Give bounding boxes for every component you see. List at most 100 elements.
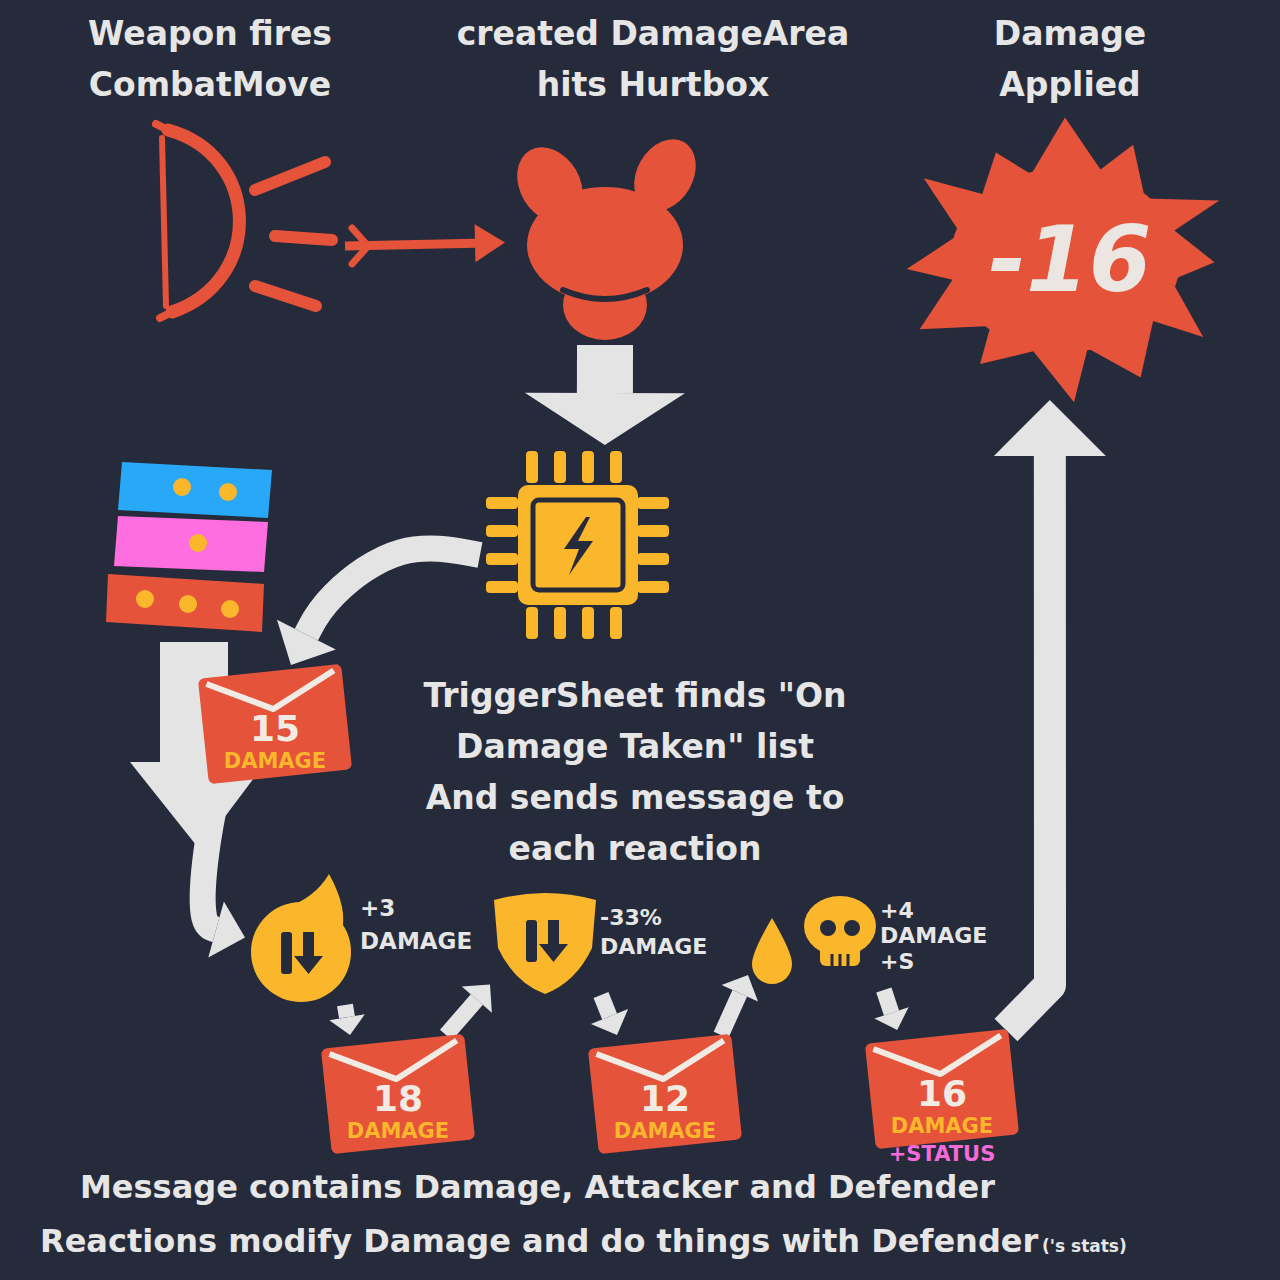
- list-dot: [136, 590, 154, 608]
- list-dot: [173, 478, 191, 496]
- flow-arrow: [277, 548, 480, 665]
- arrow-head: [277, 620, 336, 665]
- chip-inner: [533, 500, 623, 590]
- arrow-head: [208, 902, 245, 958]
- arrow-shaft: [577, 345, 633, 393]
- bow-tip: [156, 124, 172, 318]
- chip-pin: [610, 451, 622, 483]
- node-shape: [480, 445, 675, 645]
- reaction-effect: +4 DAMAGE +S: [880, 898, 992, 974]
- arrow-head: [722, 975, 758, 1001]
- damage-message: 15DAMAGE: [195, 665, 355, 783]
- arrow-shaft: [721, 993, 740, 1035]
- reaction-node: +3 DAMAGE: [245, 870, 483, 1005]
- node-shape: [140, 120, 345, 320]
- chip-pin: [526, 607, 538, 639]
- flow-arrow: [203, 783, 245, 957]
- chip-pin: [486, 497, 518, 509]
- chip-pin: [610, 607, 622, 639]
- flow-arrow: [591, 995, 628, 1035]
- chip-pin: [637, 553, 669, 565]
- list-dot: [189, 534, 207, 552]
- node-shape: [505, 140, 705, 345]
- damage-message: 16DAMAGE+STATUS: [862, 1030, 1022, 1170]
- stage-heading: Weapon fires CombatMove: [20, 8, 400, 110]
- status-tag: +STATUS: [862, 1142, 1022, 1166]
- weapon-node: Weapon fires CombatMove: [140, 120, 345, 320]
- reaction-effect: +3 DAMAGE: [360, 892, 480, 959]
- arrow-shaft: [1006, 456, 1050, 1030]
- skull-eye: [844, 920, 860, 936]
- list-dot: [179, 595, 197, 613]
- arrow-head: [591, 1009, 628, 1035]
- reaction-icon: [294, 932, 323, 974]
- chip-pin: [554, 607, 566, 639]
- damage-applied-node: Damage Applied-16: [890, 115, 1250, 400]
- damage-value: 16: [862, 1074, 1022, 1114]
- damage-message: 12DAMAGE: [585, 1035, 745, 1153]
- chip-pin: [637, 581, 669, 593]
- chip-bolt: [564, 517, 593, 575]
- damage-value: 15: [195, 709, 355, 749]
- reaction-icon: [539, 920, 568, 962]
- damage-word: DAMAGE: [585, 1119, 745, 1143]
- list-dot: [219, 483, 237, 501]
- chip-pin: [582, 607, 594, 639]
- damage-word: DAMAGE: [318, 1119, 478, 1143]
- damage-value: 18: [318, 1079, 478, 1119]
- flow-arrow: [994, 400, 1106, 1030]
- arrow-head: [874, 1007, 908, 1030]
- reaction-icon: [526, 920, 537, 962]
- flame-body: [251, 902, 351, 1002]
- arrow-shaft: [601, 995, 610, 1016]
- note-aside: ('s stats): [1042, 1236, 1127, 1256]
- speed-lines: [255, 162, 332, 306]
- chip-pin: [526, 451, 538, 483]
- stage-heading: TriggerSheet finds "On Damage Taken" lis…: [415, 670, 855, 875]
- flow-arrow: [446, 985, 492, 1036]
- reaction-list-band: [118, 462, 272, 518]
- flow-arrow: [721, 975, 758, 1035]
- arrow-shaft: [345, 1005, 347, 1017]
- flow-arrow: [525, 345, 685, 445]
- stage-heading: created DamageArea hits Hurtbox: [433, 8, 873, 110]
- shield-shape: [494, 893, 596, 994]
- chip-pin: [486, 525, 518, 537]
- skull-jaw: [820, 940, 860, 966]
- flow-arrow: [329, 1005, 365, 1035]
- arrow-shaft: [203, 783, 219, 929]
- stage-heading: Damage Applied: [960, 8, 1180, 110]
- skull-teeth: [832, 954, 848, 966]
- reaction-node: +4 DAMAGE +S: [748, 890, 995, 990]
- arrow-head: [994, 400, 1106, 456]
- arrow-shaft: [345, 243, 475, 246]
- arrow-head: [462, 985, 492, 1013]
- arrow-shaft: [884, 990, 892, 1013]
- chip-pin: [637, 525, 669, 537]
- damage-message: 18DAMAGE: [318, 1035, 478, 1153]
- reaction-node: -33% DAMAGE: [490, 890, 712, 995]
- arrow-shaft: [446, 1000, 477, 1035]
- list-dot: [221, 600, 239, 618]
- note-text: Message contains Damage, Attacker and De…: [80, 1168, 995, 1206]
- flow-arrow: [874, 990, 908, 1030]
- chip-pin: [637, 497, 669, 509]
- chip-pin: [554, 451, 566, 483]
- drop-shape: [752, 918, 792, 984]
- bow-limb: [168, 130, 239, 312]
- arrow-shaft: [306, 548, 480, 634]
- skull-eye: [820, 920, 836, 936]
- reaction-icon: [281, 932, 292, 974]
- flow-arrow: [345, 224, 505, 262]
- damage-word: DAMAGE: [195, 749, 355, 773]
- damage-value: 12: [585, 1079, 745, 1119]
- reaction-list-band: [114, 516, 268, 572]
- damage-result: -16: [890, 206, 1250, 314]
- chip-pin: [486, 553, 518, 565]
- arrow-head: [475, 224, 505, 262]
- note-text: Reactions modify Damage and do things wi…: [40, 1222, 1038, 1260]
- chip-body: [518, 485, 638, 605]
- hurtbox-node: created DamageArea hits Hurtbox: [505, 140, 705, 345]
